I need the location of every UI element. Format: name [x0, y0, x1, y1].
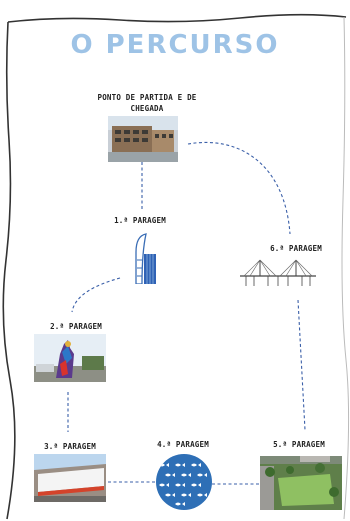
garden-aerial-photo: [260, 456, 342, 510]
stop-5-label: 5.ª PARAGEM: [273, 440, 325, 449]
school-building-photo: [108, 116, 178, 162]
fish-pattern-icon: [156, 454, 212, 510]
stop-6-label: 6.ª PARAGEM: [270, 244, 322, 253]
page-title: O PERCURSO: [70, 30, 280, 60]
stop-4-label: 4.ª PARAGEM: [157, 440, 209, 449]
stop-3-label: 3.ª PARAGEM: [44, 442, 96, 451]
sculpture-photo: [34, 334, 106, 382]
bridge-icon: [240, 259, 316, 286]
stop-1-label: 1.ª PARAGEM: [114, 216, 166, 225]
hotel-tower-icon: [135, 233, 156, 284]
connector-stop1-stop2: [71, 277, 121, 313]
connector-start-stop6: [187, 141, 291, 235]
stop-2-label: 2.ª PARAGEM: [50, 322, 102, 331]
start-label: PONTO DE PARTIDA E DE CHEGADA: [97, 93, 197, 113]
connector-stop5-stop6: [297, 299, 306, 431]
pavilion-photo: [34, 454, 106, 502]
